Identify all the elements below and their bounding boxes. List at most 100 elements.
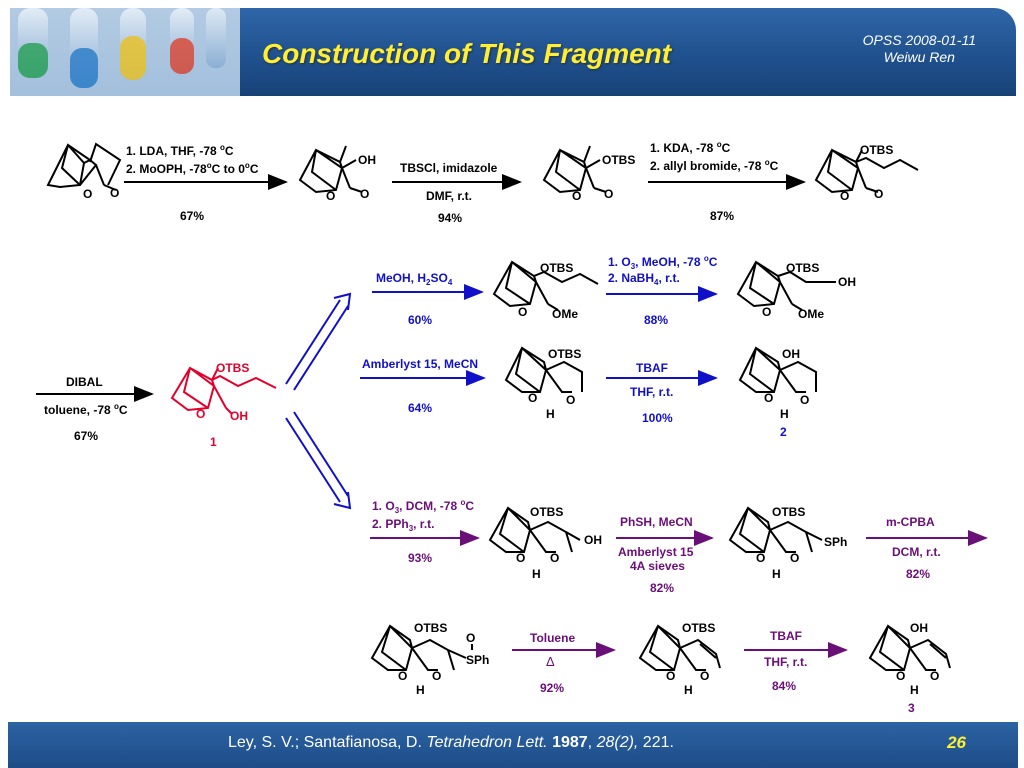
compound-2: OH O O H 2 <box>738 346 817 439</box>
step11-yield: 82% <box>906 567 930 581</box>
atom-otbs: OTBS <box>530 505 563 519</box>
atom-o: O <box>566 393 575 407</box>
atom-o: O <box>604 187 613 201</box>
meta-date: OPSS 2008-01-11 <box>862 32 976 48</box>
compound-1: OTBS O OH 1 <box>170 361 277 449</box>
atom-otbs: OTBS <box>414 621 447 635</box>
compound-hydroxy-lactone: OH O O <box>298 145 376 203</box>
step10-reagent-3: 4A sieves <box>630 559 685 573</box>
atom-otbs: OTBS <box>602 153 635 167</box>
step1-reagent-1: 1. LDA, THF, -78 oC <box>126 143 234 158</box>
atom-o: O <box>550 551 559 565</box>
atom-o: O <box>756 551 765 565</box>
atom-o: O <box>896 669 905 683</box>
atom-o: O <box>800 393 809 407</box>
atom-h: H <box>532 567 541 581</box>
atom-otbs: OTBS <box>540 261 573 275</box>
step4-reagent-1: DIBAL <box>66 375 103 389</box>
atom-o: O <box>466 631 475 645</box>
step6-reagent-2: 2. NaBH4, r.t. <box>608 271 680 287</box>
step13-reagent-2: THF, r.t. <box>764 655 807 669</box>
step8-yield: 100% <box>642 411 673 425</box>
atom-o: O <box>764 391 773 405</box>
atom-o: O <box>196 407 205 421</box>
compound-lactone: O O <box>46 142 122 201</box>
step7-reagent: Amberlyst 15, MeCN <box>362 357 478 371</box>
compound-otbs-lactone: OTBS O O <box>542 145 635 203</box>
step12-reagent-1: Toluene <box>530 631 575 645</box>
branch-arrow-down <box>285 411 352 510</box>
branch-arrow-up <box>285 292 352 391</box>
compound-label-3: 3 <box>908 701 915 715</box>
compound-allyl-otbs-lactone: OTBS O O <box>814 143 919 203</box>
atom-o: O <box>666 669 675 683</box>
step4-reagent-2: toluene, -78 oC <box>44 402 128 417</box>
step2-reagent-1: TBSCl, imidazole <box>400 161 498 175</box>
step10-reagent-1: PhSH, MeCN <box>620 515 693 529</box>
atom-otbs: OTBS <box>216 361 249 375</box>
atom-otbs: OTBS <box>682 621 715 635</box>
step1-reagent-2: 2. MoOPH, -78oC to 0oC <box>126 161 259 176</box>
atom-otbs: OTBS <box>860 143 893 157</box>
step2-yield: 94% <box>438 211 462 225</box>
slide-header: Construction of This Fragment OPSS 2008-… <box>10 8 1016 96</box>
step13-yield: 84% <box>772 679 796 693</box>
atom-sph: SPh <box>824 535 847 549</box>
atom-o: O <box>360 187 369 201</box>
step5-yield: 60% <box>408 313 432 327</box>
compound-methyl-acetal: OTBS O OMe <box>492 260 599 321</box>
step11-reagent-2: DCM, r.t. <box>892 545 941 559</box>
compound-hydroxyethyl-acetal: OTBS OH O OMe <box>736 260 856 321</box>
atom-o: O <box>762 305 771 319</box>
atom-otbs: OTBS <box>786 261 819 275</box>
compound-glycal-otbs: OTBS O O H <box>638 621 721 697</box>
compound-lactol: OTBS OH O O H <box>488 505 602 581</box>
compound-label-2: 2 <box>780 425 787 439</box>
compound-label-1: 1 <box>210 435 217 449</box>
presentation-meta: OPSS 2008-01-11 Weiwu Ren <box>863 32 976 66</box>
atom-h: H <box>416 683 425 697</box>
atom-o: O <box>516 551 525 565</box>
atom-oh: OH <box>838 275 856 289</box>
page-number: 26 <box>947 733 966 752</box>
atom-otbs: OTBS <box>772 505 805 519</box>
atom-o: O <box>326 189 335 203</box>
atom-o: O <box>840 189 849 203</box>
step5-reagent: MeOH, H2SO4 <box>376 271 453 287</box>
atom-ome: OMe <box>798 307 824 321</box>
step6-reagent-1: 1. O3, MeOH, -78 oC <box>608 254 718 271</box>
atom-h: H <box>780 407 789 421</box>
atom-o: O <box>83 187 92 201</box>
atom-h: H <box>772 567 781 581</box>
step7-yield: 64% <box>408 401 432 415</box>
atom-o: O <box>572 189 581 203</box>
test-tubes-image <box>10 8 240 96</box>
atom-o: O <box>518 305 527 319</box>
step1-yield: 67% <box>180 209 204 223</box>
compound-bicyclic-acetal-otbs: OTBS O O H <box>504 346 583 421</box>
atom-o: O <box>700 669 709 683</box>
step6-yield: 88% <box>644 313 668 327</box>
step9-reagent-1: 1. O3, DCM, -78 oC <box>372 498 474 515</box>
step10-yield: 82% <box>650 581 674 595</box>
atom-oh: OH <box>230 409 248 423</box>
reaction-scheme: O O 1. LDA, THF, -78 oC 2. MoOPH, -78oC … <box>36 140 988 715</box>
atom-o: O <box>398 669 407 683</box>
step8-reagent-1: TBAF <box>636 361 668 375</box>
atom-o: O <box>432 669 441 683</box>
atom-o: O <box>874 187 883 201</box>
meta-author: Weiwu Ren <box>883 49 955 65</box>
atom-oh: OH <box>584 533 602 547</box>
step12-heat-symbol: Δ <box>546 654 555 669</box>
slide-title: Construction of This Fragment <box>262 38 672 69</box>
step13-reagent-1: TBAF <box>770 629 802 643</box>
step3-yield: 87% <box>710 209 734 223</box>
atom-h: H <box>684 683 693 697</box>
atom-oh: OH <box>358 153 376 167</box>
slide-footer: Ley, S. V.; Santafianosa, D. Tetrahedron… <box>8 722 1018 768</box>
compound-thioacetal: OTBS SPh O O H <box>728 505 847 581</box>
step11-reagent-1: m-CPBA <box>886 515 935 529</box>
atom-oh: OH <box>782 347 800 361</box>
step9-yield: 93% <box>408 551 432 565</box>
step9-reagent-2: 2. PPh3, r.t. <box>372 517 434 533</box>
